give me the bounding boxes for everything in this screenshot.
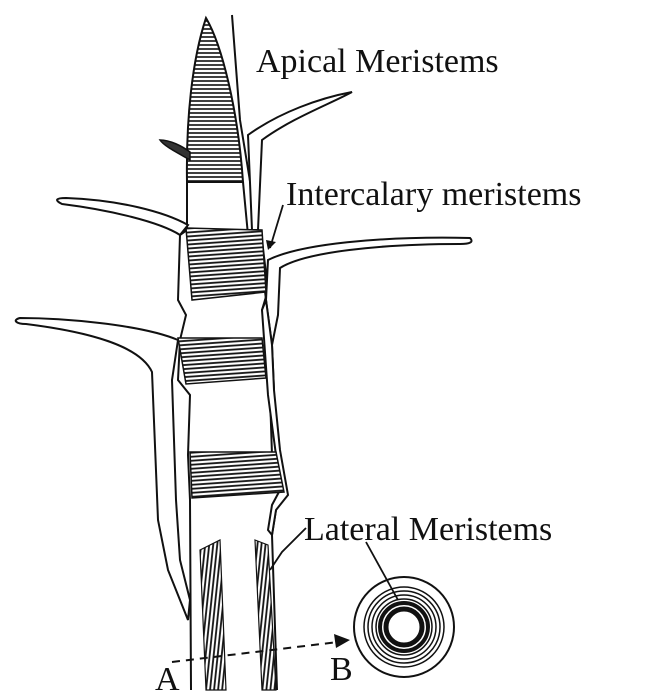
lateral-meristems-label: Lateral Meristems: [304, 511, 552, 548]
point-a-label: A: [155, 661, 180, 691]
lateral-meristem-left: [200, 540, 226, 690]
axillary-bud: [160, 140, 190, 160]
intercalary-band-2: [178, 338, 266, 384]
point-b-label: B: [330, 651, 353, 688]
cross-section: [354, 577, 454, 677]
intercalary-band-1: [186, 228, 266, 300]
intercalary-band-3: [190, 452, 284, 498]
apical-meristems-label: Apical Meristems: [256, 43, 499, 80]
intercalary-meristems-label: Intercalary meristems: [286, 176, 581, 213]
intercalary-pointer-head: [266, 240, 276, 250]
section-arrow: [172, 642, 338, 662]
section-arrow-head: [334, 634, 350, 648]
